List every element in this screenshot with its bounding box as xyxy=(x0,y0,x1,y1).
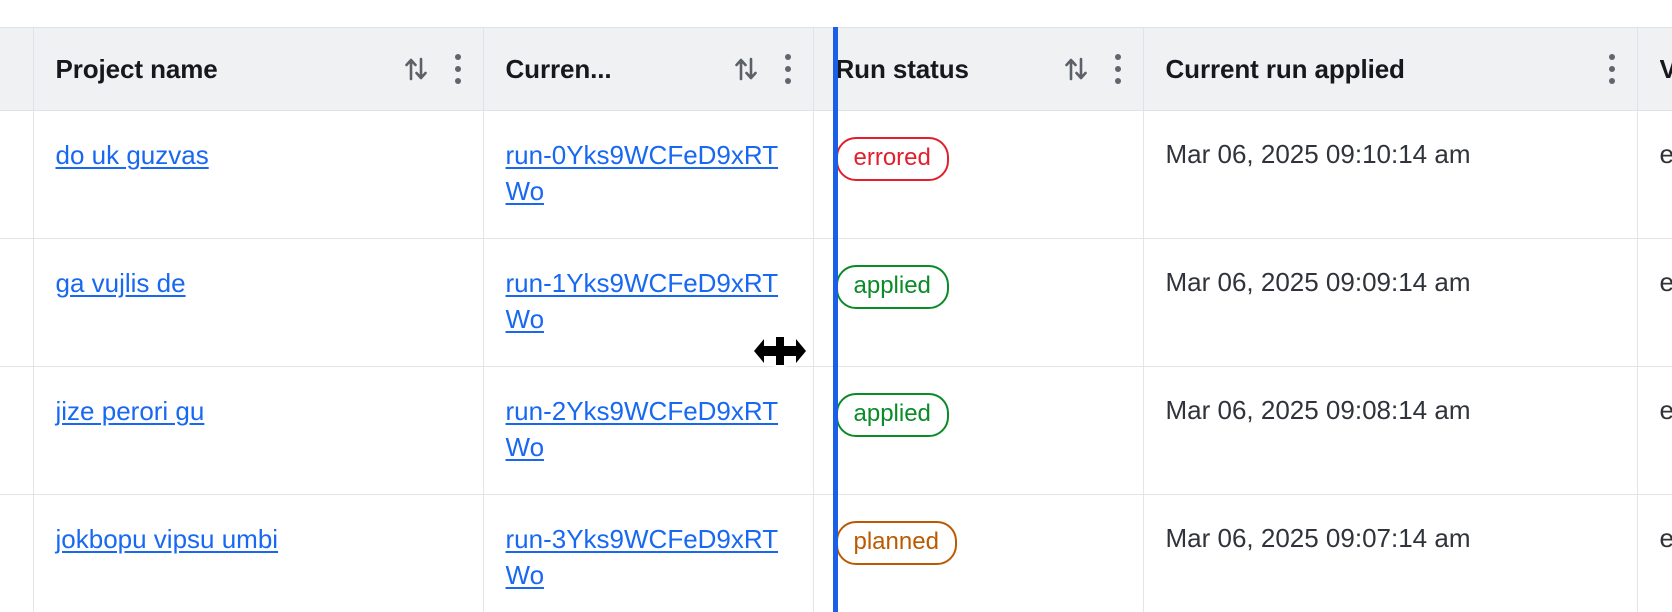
current-run-applied-text: Mar 06, 2025 09:07:14 am xyxy=(1165,523,1471,553)
cell-project-name: ga vujlis de xyxy=(33,238,484,367)
current-run-link[interactable]: run-1Yks9WCFeD9xRTWo xyxy=(505,268,779,334)
partial-cell-text: e xyxy=(1659,523,1672,553)
row-gutter[interactable] xyxy=(0,110,34,239)
current-run-applied-text: Mar 06, 2025 09:10:14 am xyxy=(1165,139,1471,169)
column-header-current-run[interactable]: Curren... xyxy=(483,27,814,111)
table-row[interactable]: jokbopu vipsu umbi run-3Yks9WCFeD9xRTWo … xyxy=(0,494,1672,612)
current-run-applied-text: Mar 06, 2025 09:08:14 am xyxy=(1165,395,1471,425)
cell-current-run: run-0Yks9WCFeD9xRTWo xyxy=(483,110,814,239)
column-header-partial[interactable]: V xyxy=(1637,27,1672,111)
cell-current-run: run-2Yks9WCFeD9xRTWo xyxy=(483,366,814,495)
cell-partial: e xyxy=(1637,238,1672,367)
column-header-label-current-run-applied: Current run applied xyxy=(1165,53,1405,84)
cell-current-run: run-3Yks9WCFeD9xRTWo xyxy=(483,494,814,612)
projects-table: Project name Curren... xyxy=(0,27,1672,612)
cell-run-status: planned xyxy=(813,494,1144,612)
sort-arrows-icon[interactable] xyxy=(403,53,429,85)
project-name-link[interactable]: ga vujlis de xyxy=(55,268,186,298)
cell-current-run-applied: Mar 06, 2025 09:08:14 am xyxy=(1143,366,1638,495)
partial-cell-text: e xyxy=(1659,139,1672,169)
sort-arrows-icon[interactable] xyxy=(733,53,759,85)
table-row[interactable]: ga vujlis de run-1Yks9WCFeD9xRTWo applie… xyxy=(0,238,1672,367)
status-badge: applied xyxy=(835,265,949,309)
cell-partial: e xyxy=(1637,366,1672,495)
column-header-label-current-run: Curren... xyxy=(505,53,612,84)
kebab-menu-icon[interactable] xyxy=(1114,54,1121,84)
cell-project-name: jize perori gu xyxy=(33,366,484,495)
top-white-strip xyxy=(0,0,1672,27)
header-row: Project name Curren... xyxy=(0,27,1672,111)
partial-cell-text: e xyxy=(1659,395,1672,425)
cell-partial: e xyxy=(1637,494,1672,612)
current-run-link[interactable]: run-3Yks9WCFeD9xRTWo xyxy=(505,524,779,590)
column-header-label-run-status: Run status xyxy=(835,53,969,84)
row-gutter[interactable] xyxy=(0,238,34,367)
column-header-current-run-applied[interactable]: Current run applied xyxy=(1143,27,1638,111)
partial-cell-text: e xyxy=(1659,267,1672,297)
project-name-link[interactable]: jokbopu vipsu umbi xyxy=(55,524,279,554)
column-header-run-status[interactable]: Run status xyxy=(813,27,1144,111)
cell-partial: e xyxy=(1637,110,1672,239)
current-run-link[interactable]: run-0Yks9WCFeD9xRTWo xyxy=(505,140,779,206)
cell-run-status: errored xyxy=(813,110,1144,239)
cell-current-run-applied: Mar 06, 2025 09:07:14 am xyxy=(1143,494,1638,612)
cell-run-status: applied xyxy=(813,238,1144,367)
status-badge: errored xyxy=(835,137,949,181)
column-header-label-project-name: Project name xyxy=(55,53,218,84)
cell-project-name: do uk guzvas xyxy=(33,110,484,239)
table-header: Project name Curren... xyxy=(0,27,1672,111)
table-row[interactable]: do uk guzvas run-0Yks9WCFeD9xRTWo errore… xyxy=(0,110,1672,239)
cell-current-run: run-1Yks9WCFeD9xRTWo xyxy=(483,238,814,367)
cell-run-status: applied xyxy=(813,366,1144,495)
status-badge: applied xyxy=(835,393,949,437)
project-name-link[interactable]: do uk guzvas xyxy=(55,140,209,170)
sort-arrows-icon[interactable] xyxy=(1063,53,1089,85)
cell-project-name: jokbopu vipsu umbi xyxy=(33,494,484,612)
current-run-applied-text: Mar 06, 2025 09:09:14 am xyxy=(1165,267,1471,297)
kebab-menu-icon[interactable] xyxy=(784,54,791,84)
cell-current-run-applied: Mar 06, 2025 09:10:14 am xyxy=(1143,110,1638,239)
column-header-label-partial: V xyxy=(1660,54,1672,85)
table-row[interactable]: jize perori gu run-2Yks9WCFeD9xRTWo appl… xyxy=(0,366,1672,495)
row-gutter[interactable] xyxy=(0,366,34,495)
table-body: do uk guzvas run-0Yks9WCFeD9xRTWo errore… xyxy=(0,110,1672,612)
cell-current-run-applied: Mar 06, 2025 09:09:14 am xyxy=(1143,238,1638,367)
status-badge: planned xyxy=(835,521,957,565)
column-header-project-name[interactable]: Project name xyxy=(33,27,484,111)
current-run-link[interactable]: run-2Yks9WCFeD9xRTWo xyxy=(505,396,779,462)
kebab-menu-icon[interactable] xyxy=(1608,54,1615,84)
header-gutter xyxy=(0,27,34,111)
project-name-link[interactable]: jize perori gu xyxy=(55,396,205,426)
kebab-menu-icon[interactable] xyxy=(454,54,461,84)
row-gutter[interactable] xyxy=(0,494,34,612)
